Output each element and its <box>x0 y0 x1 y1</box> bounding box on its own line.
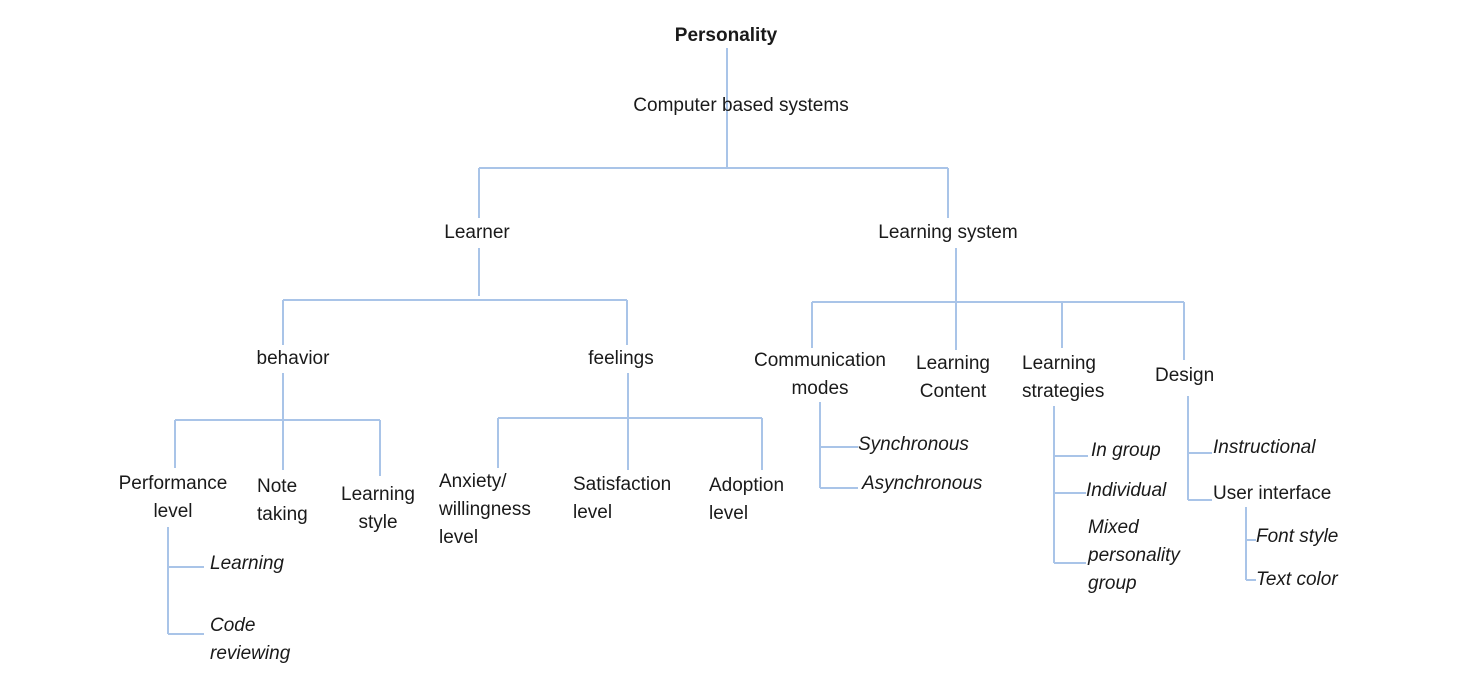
node-communication-modes: Communication modes <box>754 350 886 399</box>
node-in-group: In group <box>1091 440 1161 461</box>
node-individual: Individual <box>1086 480 1167 501</box>
node-computer-based-systems: Computer based systems <box>633 95 849 116</box>
node-asynchronous: Asynchronous <box>862 473 983 494</box>
node-instructional: Instructional <box>1213 437 1316 458</box>
node-synchronous: Synchronous <box>858 434 969 455</box>
node-learning-content: Learning Content <box>916 353 990 402</box>
node-code-reviewing: Code reviewing <box>210 615 291 664</box>
node-note-taking: Note taking <box>257 476 308 525</box>
node-adoption-level: Adoption level <box>709 475 785 524</box>
node-user-interface: User interface <box>1213 483 1332 504</box>
node-learning-system: Learning system <box>878 222 1018 243</box>
node-behavior: behavior <box>256 348 330 369</box>
node-text-color: Text color <box>1256 569 1338 590</box>
node-learning-item: Learning <box>210 553 284 574</box>
node-learner: Learner <box>444 222 510 243</box>
node-personality: Personality <box>674 25 778 46</box>
node-anxiety-willingness-level: Anxiety/ willingness level <box>439 471 531 548</box>
node-performance-level: Performance level <box>118 473 228 522</box>
node-learning-style: Learning style <box>341 484 415 533</box>
node-font-style: Font style <box>1256 526 1339 547</box>
node-satisfaction-level: Satisfaction level <box>573 474 672 523</box>
node-learning-strategies: Learning strategies <box>1022 353 1105 402</box>
node-design: Design <box>1155 365 1215 386</box>
node-feelings: feelings <box>588 348 654 369</box>
node-mixed-personality-group: Mixed personality group <box>1088 517 1180 594</box>
